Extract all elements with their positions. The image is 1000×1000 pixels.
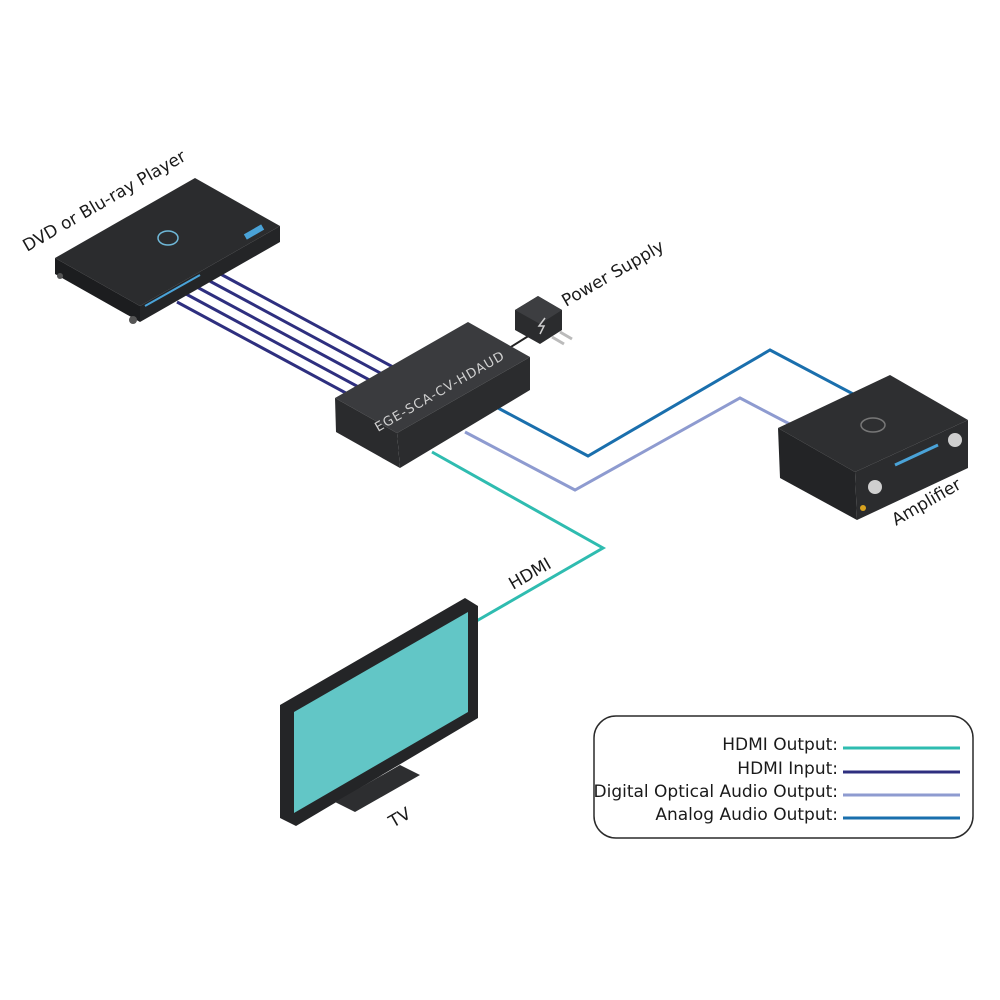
amplifier: [778, 375, 968, 520]
legend: HDMI Output: HDMI Input: Digital Optical…: [593, 715, 974, 839]
analog-audio-cable: [497, 348, 856, 458]
legend-item: HDMI Output:: [722, 735, 960, 755]
legend-item: Digital Optical Audio Output:: [594, 782, 960, 802]
hdmi-input-cables: [176, 268, 394, 401]
tv-label: TV: [385, 804, 415, 833]
hdmi-output-cable: [431, 450, 607, 625]
legend-label: Digital Optical Audio Output:: [594, 782, 839, 802]
power-supply-label: Power Supply: [559, 237, 668, 312]
legend-label: HDMI Input:: [737, 759, 838, 779]
tv: [280, 598, 478, 826]
legend-item: Analog Audio Output:: [655, 805, 960, 825]
legend-item: HDMI Input:: [737, 759, 960, 779]
dvd-player: [55, 178, 280, 324]
optical-audio-cable: [464, 396, 806, 492]
power-supply: [515, 296, 573, 346]
legend-label: HDMI Output:: [722, 735, 838, 755]
legend-label: Analog Audio Output:: [655, 805, 838, 825]
converter-box: [335, 322, 530, 468]
